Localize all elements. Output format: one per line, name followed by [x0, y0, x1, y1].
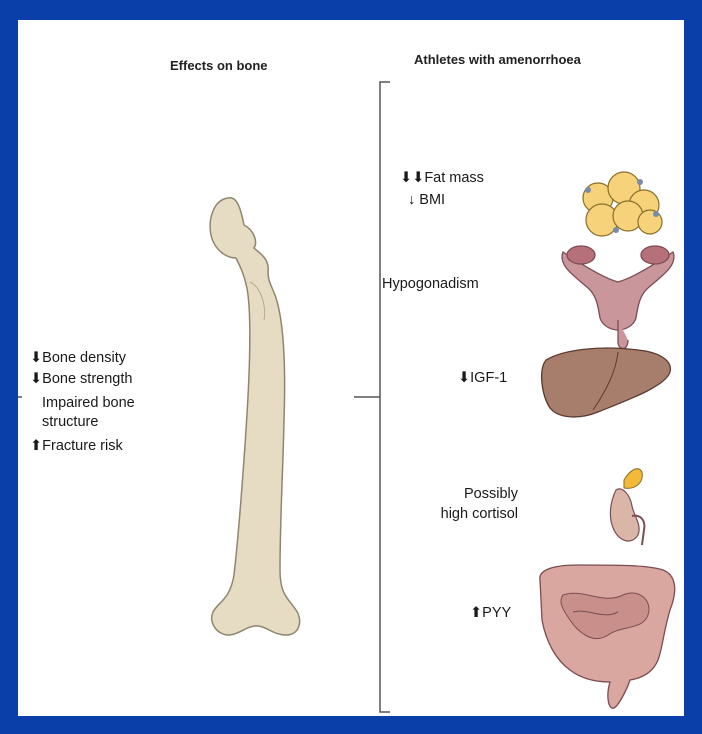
factor-pyy: ⬆PYY [470, 605, 511, 622]
effects-header: Effects on bone [170, 58, 268, 73]
down-arrow-icon: ⬇ [30, 350, 42, 366]
up-arrow-icon: ⬆ [30, 438, 42, 454]
bracket [380, 82, 390, 712]
figure-artwork [18, 20, 684, 716]
athletes-header: Athletes with amenorrhoea [414, 52, 581, 67]
liver-illustration [542, 348, 671, 417]
double-down-arrow-icon: ⬇⬇ [400, 170, 424, 186]
fat-cells-illustration [583, 172, 662, 236]
factor-fat-mass: ⬇⬇Fat mass [400, 170, 484, 187]
figure-panel: Effects on bone Athletes with amenorrhoe… [18, 20, 684, 716]
bone-effect-density: ⬇Bone density [30, 350, 126, 367]
bone-effect-strength: ⬇Bone strength [30, 371, 132, 388]
bone-effect-fracture: ⬆Fracture risk [30, 438, 123, 455]
femur-bone [210, 198, 299, 635]
uterus-illustration [562, 246, 674, 349]
down-arrow-icon: ↓ [408, 192, 415, 208]
bone-effect-structure: structure [42, 414, 98, 431]
bone-effect-impaired: Impaired bone [42, 395, 135, 412]
factor-cortisol-line1: Possibly [418, 486, 518, 503]
factor-igf: ⬇IGF-1 [458, 370, 507, 387]
femur-illustration [210, 198, 299, 635]
intestine-illustration [540, 565, 675, 708]
factor-bmi: ↓ BMI [408, 192, 445, 209]
factor-cortisol-line2: high cortisol [418, 506, 518, 523]
down-arrow-icon: ⬇ [458, 370, 470, 386]
adrenal-kidney-illustration [610, 469, 644, 545]
down-arrow-icon: ⬇ [30, 371, 42, 387]
up-arrow-icon: ⬆ [470, 605, 482, 621]
factor-hypogonadism: Hypogonadism [382, 276, 479, 293]
